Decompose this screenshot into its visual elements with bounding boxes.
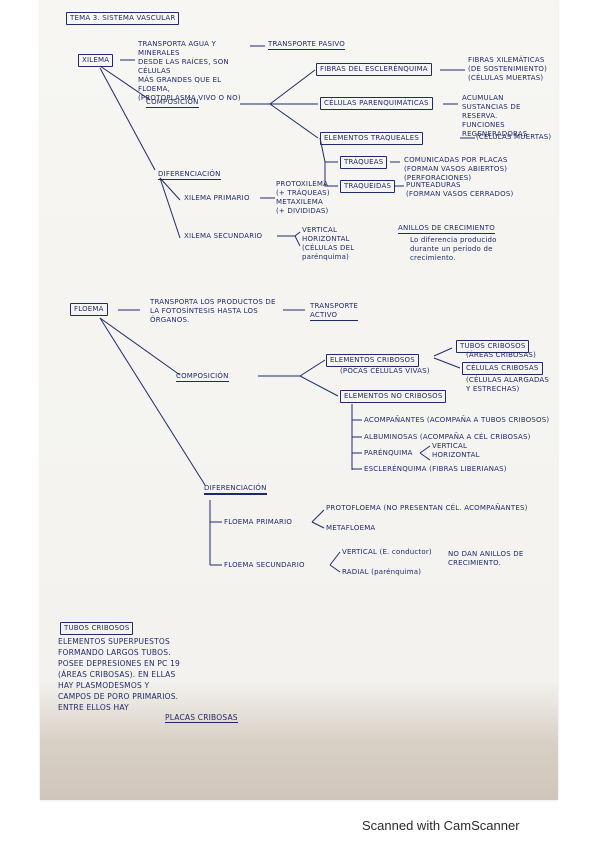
floema-metafloema: METAFLOEMA bbox=[326, 524, 376, 532]
anillos-title: ANILLOS DE CRECIMIENTO bbox=[398, 224, 495, 234]
floema-protofloema: PROTOFLOEMA (NO PRESENTAN CÉL. ACOMPAÑAN… bbox=[326, 504, 528, 512]
note-text: ELEMENTOS SUPERPUESTOS FORMANDO LARGOS T… bbox=[58, 637, 181, 712]
xilema-fibras-note: FIBRAS XILEMÁTICAS (DE SOSTENIMIENTO) (C… bbox=[468, 56, 548, 82]
floema-radial: RADIAL (parénquima) bbox=[342, 568, 422, 576]
note-placas: PLACAS CRIBOSAS bbox=[165, 713, 238, 723]
floema-primario: FLOEMA PRIMARIO bbox=[224, 518, 293, 526]
floema-parenquima: PARÉNQUIMA bbox=[364, 449, 413, 457]
xilema-traqueidas: TRAQUEIDAS bbox=[340, 180, 396, 193]
scanned-page bbox=[40, 0, 558, 800]
floema-label: FLOEMA bbox=[70, 303, 108, 316]
floema-elementos-cribosos: ELEMENTOS CRIBOSOS bbox=[326, 354, 419, 367]
scanner-watermark: Scanned with CamScanner bbox=[362, 818, 520, 833]
xilema-traqueidas-note: PUNTEADURAS (FORMAN VASOS CERRADOS) bbox=[406, 181, 514, 198]
floema-vertical: VERTICAL (E. conductor) bbox=[342, 548, 432, 556]
floema-secundario: FLOEMA SECUNDARIO bbox=[224, 561, 305, 569]
xilema-parenquima: CÉLULAS PARENQUIMÁTICAS bbox=[320, 97, 433, 110]
page-title: TEMA 3. SISTEMA VASCULAR bbox=[66, 12, 180, 25]
xilema-traqueas: TRÁQUEAS bbox=[340, 156, 388, 169]
floema-albuminosas: ALBUMINOSAS (ACOMPAÑA A CÉL CRIBOSAS) bbox=[364, 433, 531, 441]
floema-composicion: COMPOSICIÓN bbox=[176, 372, 229, 382]
floema-tubos-cribosos: TUBOS CRIBOSOS bbox=[456, 340, 530, 353]
floema-parenquima-options: VERTICAL HORIZONTAL bbox=[432, 442, 480, 459]
floema-celulas-cribosas-note: (CÉLULAS ALARGADAS Y ESTRECHAS) bbox=[466, 376, 550, 393]
xilema-traqueas-note: COMUNICADAS POR PLACAS (FORMAN VASOS ABI… bbox=[404, 156, 508, 182]
xilema-traqueales: ELEMENTOS TRAQUEALES bbox=[320, 132, 424, 145]
floema-no-anillos: NO DAN ANILLOS DE CRECIMIENTO. bbox=[448, 550, 524, 567]
floema-transport: TRANSPORTE ACTIVO bbox=[310, 302, 359, 321]
note-heading: TUBOS CRIBOSOS bbox=[60, 622, 134, 635]
floema-description: TRANSPORTA LOS PRODUCTOS DE LA FOTOSÍNTE… bbox=[150, 298, 276, 324]
xilema-primario: XILEMA PRIMARIO bbox=[184, 194, 250, 202]
xilema-secundario: XILEMA SECUNDARIO bbox=[184, 232, 263, 240]
floema-esclerenquima: ESCLERÉNQUIMA (FIBRAS LIBERIANAS) bbox=[364, 465, 507, 473]
xilema-diferenciacion: DIFERENCIACIÓN bbox=[158, 170, 221, 180]
floema-tubos-cribosos-note: (ÁREAS CRIBOSAS) bbox=[466, 351, 537, 359]
floema-no-cribosos: ELEMENTOS NO CRIBOSOS bbox=[340, 390, 447, 403]
xilema-label: XILEMA bbox=[78, 54, 114, 67]
floema-celulas-cribosas: CÉLULAS CRIBOSAS bbox=[462, 362, 543, 375]
xilema-fibras: FIBRAS DEL ESCLERÉNQUIMA bbox=[316, 63, 432, 76]
floema-elementos-cribosos-sub: (POCAS CÉLULAS VIVAS) bbox=[340, 367, 430, 375]
xilema-traqueales-note: (CÉLULAS MUERTAS) bbox=[476, 133, 552, 141]
anillos-text: Lo diferencia producido durante un perío… bbox=[410, 236, 497, 262]
xilema-transport: TRANSPORTE PASIVO bbox=[268, 40, 345, 50]
floema-acompanantes: ACOMPAÑANTES (ACOMPAÑA A TUBOS CRIBOSOS) bbox=[364, 416, 550, 424]
xilema-secundario-list: VERTICAL HORIZONTAL (CÉLULAS DEL parénqu… bbox=[302, 226, 355, 261]
xilema-primario-list: PROTOXILEMA (+ TRÁQUEAS) METAXILEMA (+ D… bbox=[276, 180, 330, 215]
xilema-composicion: COMPOSICIÓN bbox=[146, 98, 199, 108]
xilema-description: TRANSPORTA AGUA Y MINERALES DESDE LAS RA… bbox=[138, 40, 241, 102]
floema-diferenciacion: DIFERENCIACIÓN bbox=[204, 484, 267, 495]
xilema-parenquima-note: ACUMULAN SUSTANCIAS DE RESERVA. FUNCIONE… bbox=[462, 94, 528, 138]
